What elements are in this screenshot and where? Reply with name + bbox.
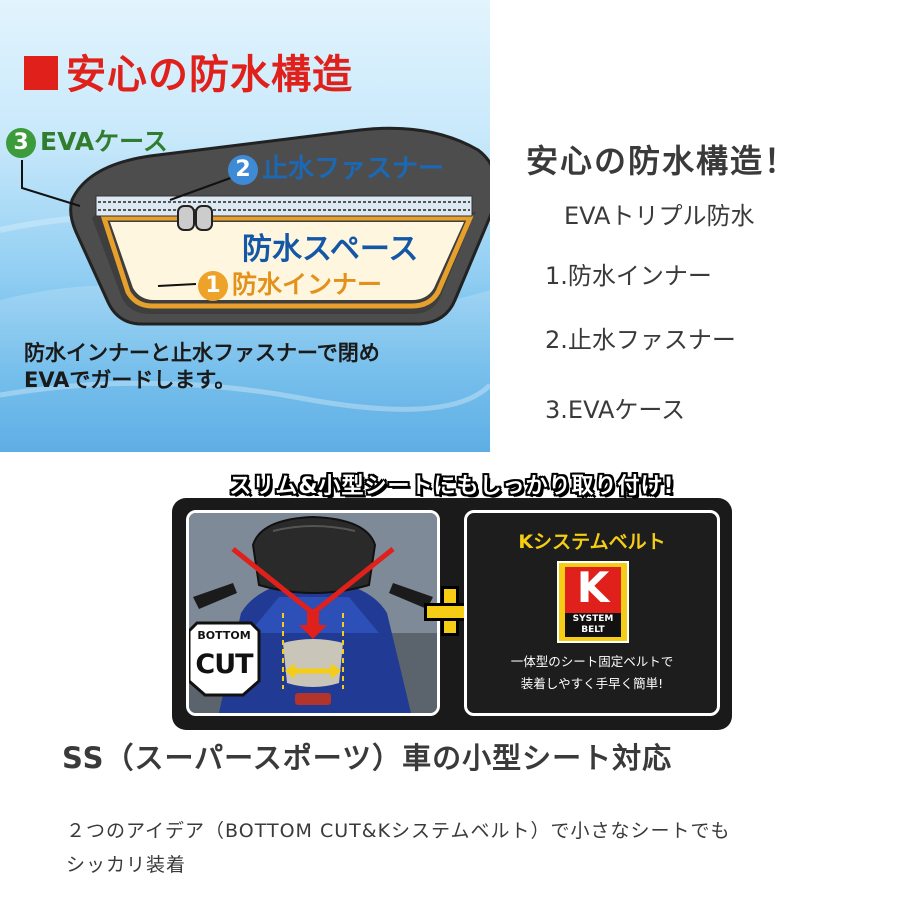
label-waterproof-space: 防水スペース	[242, 232, 419, 267]
badge-shape	[189, 621, 261, 697]
motorcycle-photo: BOTTOM CUT	[186, 510, 440, 716]
number-3-badge: 3	[6, 128, 36, 158]
k-logo-caption: SYSTEM BELT	[572, 614, 614, 635]
number-1-badge: 1	[198, 271, 228, 301]
red-square-icon	[24, 56, 58, 90]
plus-icon	[424, 586, 474, 636]
feature-item-3: 3.EVAケース	[545, 396, 686, 424]
number-2-badge: 2	[228, 155, 258, 185]
feature-item-1: 1.防水インナー	[545, 262, 712, 290]
k-logo-shape	[557, 561, 629, 643]
feature-item-2: 2.止水ファスナー	[545, 326, 736, 354]
k-logo-letter: K	[576, 563, 610, 612]
diagram-illustration	[0, 126, 490, 452]
promo-banner: スリム&小型シートにもしっかり取り付け!	[172, 468, 732, 730]
diagram-title: 安心の防水構造	[24, 42, 353, 100]
bottom-cut-badge: BOTTOM CUT	[189, 621, 261, 697]
features-title: 安心の防水構造！	[526, 142, 799, 180]
k-system-belt-panel: Kシステムベルト K SYSTEM BELT 一体型のシート固定ベルトで 装着し…	[464, 510, 720, 716]
section-description: ２つのアイデア（BOTTOM CUT&Kシステムベルト）で小さなシートでも シッ…	[66, 820, 731, 876]
k-system-title: Kシステムベルト	[518, 531, 666, 553]
features-subtitle: EVAトリプル防水	[564, 202, 755, 230]
k-system-description: 一体型のシート固定ベルトで 装着しやすく手早く簡単!	[510, 654, 674, 691]
section-title: SS（スーパースポーツ）車の小型シート対応	[62, 741, 673, 775]
k-system-logo: K SYSTEM BELT	[557, 561, 629, 643]
diagram-caption: 防水インナーと止水ファスナーで閉め EVAでガードします。	[24, 341, 380, 392]
banner-headline: スリム&小型シートにもしっかり取り付け!	[229, 474, 675, 499]
